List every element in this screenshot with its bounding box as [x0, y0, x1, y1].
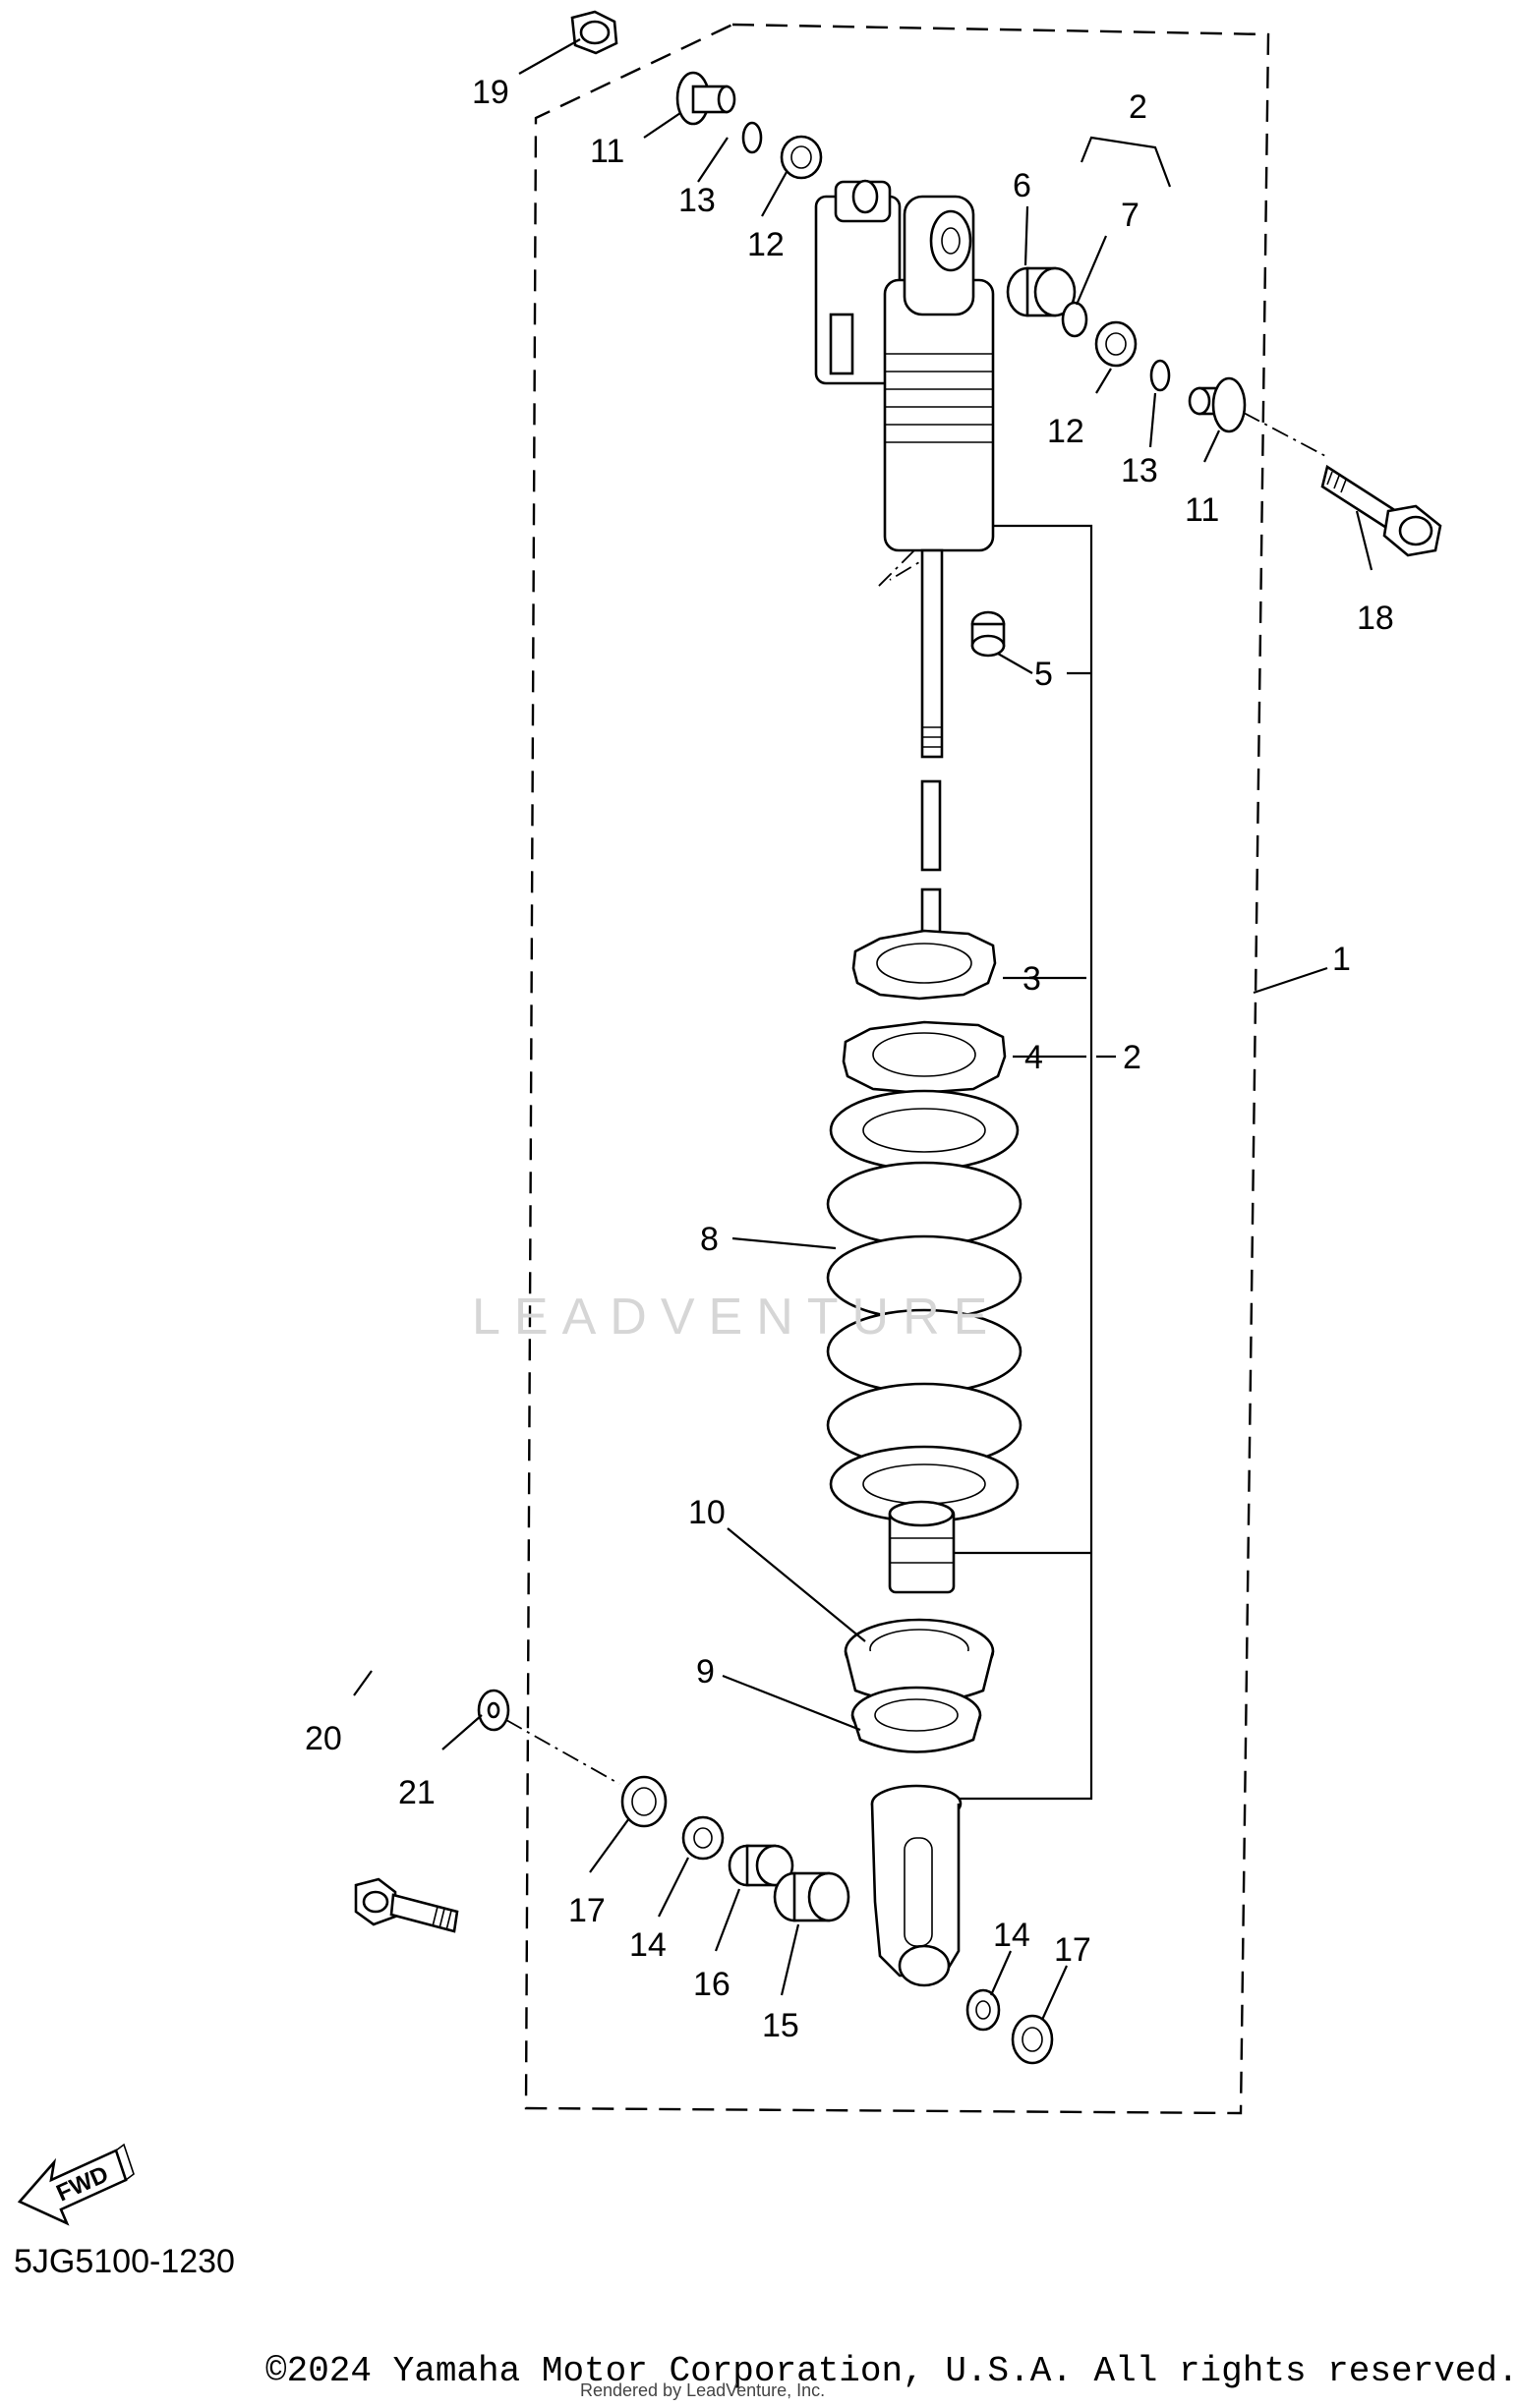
callout-7: 7	[1121, 197, 1139, 234]
part-20-bolt	[354, 1877, 459, 1933]
part-3-ring-nut	[851, 929, 997, 1001]
part-18-bolt	[1320, 464, 1442, 557]
fwd-arrow-icon: FWD	[17, 2143, 135, 2226]
callout-21: 21	[398, 1774, 436, 1811]
part-15-bearing	[773, 1871, 850, 1922]
callout-15: 15	[762, 2007, 799, 2044]
callout-11-right: 11	[1185, 491, 1219, 529]
callout-14-left: 14	[629, 1926, 667, 1964]
callout-5: 5	[1034, 656, 1053, 693]
part-19-nut	[570, 10, 618, 55]
axis-line-18	[1243, 412, 1328, 458]
leader-lines	[353, 38, 1373, 2021]
part-rod-segment	[920, 779, 942, 872]
bracket-line-6-7	[1080, 136, 1172, 188]
rendered-by-notice: Rendered by LeadVenture, Inc.	[580, 2380, 826, 2400]
callout-17-right: 17	[1054, 1931, 1091, 1969]
part-11-collar-left	[675, 71, 736, 126]
part-21-washer	[477, 1689, 510, 1732]
axis-line-21	[505, 1719, 620, 1785]
part-17-collar-left	[620, 1775, 668, 1828]
callout-20: 20	[305, 1720, 342, 1757]
callout-3: 3	[1022, 960, 1041, 998]
callout-17-left: 17	[568, 1892, 606, 1929]
callout-12-right: 12	[1047, 413, 1084, 450]
part-12-seal-right	[1094, 320, 1138, 368]
callout-19: 19	[472, 74, 509, 111]
part-piston-rod	[920, 548, 944, 759]
callout-2-top: 2	[1129, 88, 1147, 126]
assembly-boundary	[524, 23, 1270, 2115]
part-5-bleed-screw	[970, 610, 1006, 658]
callout-10: 10	[688, 1494, 726, 1531]
part-13-oring-right	[1149, 359, 1171, 392]
part-8-spring	[826, 1089, 1022, 1523]
part-17-collar-right	[1011, 2014, 1054, 2065]
callout-16: 16	[693, 1966, 730, 2003]
callout-13-left: 13	[678, 182, 716, 219]
part-4-adjuster-nut	[842, 1020, 1007, 1095]
callout-1: 1	[1332, 941, 1351, 978]
part-7-circlip	[1061, 301, 1088, 338]
part-6-bearing	[1006, 266, 1077, 317]
part-1-shock-body	[874, 195, 995, 591]
watermark-text: LEADVENTURE	[472, 1289, 1002, 1346]
callout-8: 8	[700, 1221, 719, 1258]
diagram-code: 5JG5100-1230	[14, 2243, 235, 2280]
part-lower-clevis	[870, 1784, 963, 1987]
callout-2-mid: 2	[1123, 1039, 1141, 1076]
part-16-spacer	[728, 1844, 794, 1887]
part-bump-stop	[888, 1500, 956, 1594]
part-9-spring-stopper	[850, 1686, 982, 1753]
part-shock-reservoir	[814, 179, 902, 385]
rear-shock-exploded-diagram: 19 11 13 12 2 6 7 12 13 11 18 5 3 4 2 1 …	[17, 10, 1442, 2226]
callout-6: 6	[1013, 167, 1031, 204]
part-12-seal-left	[780, 135, 823, 180]
callout-11-left: 11	[590, 133, 624, 170]
part-13-oring-left	[741, 121, 763, 154]
callout-14-right: 14	[993, 1917, 1030, 1954]
callout-13-right: 13	[1121, 452, 1158, 489]
part-11-collar-right	[1188, 376, 1247, 433]
callout-12-left: 12	[747, 226, 785, 263]
part-14-seal-right	[965, 1988, 1001, 2032]
callout-18: 18	[1357, 600, 1394, 637]
callout-9: 9	[696, 1653, 715, 1691]
part-14-seal-left	[681, 1815, 725, 1861]
callout-4: 4	[1024, 1039, 1043, 1076]
bracket-line	[954, 524, 1093, 1801]
copyright-notice: ©2024 Yamaha Motor Corporation, U.S.A. A…	[265, 2351, 1519, 2391]
